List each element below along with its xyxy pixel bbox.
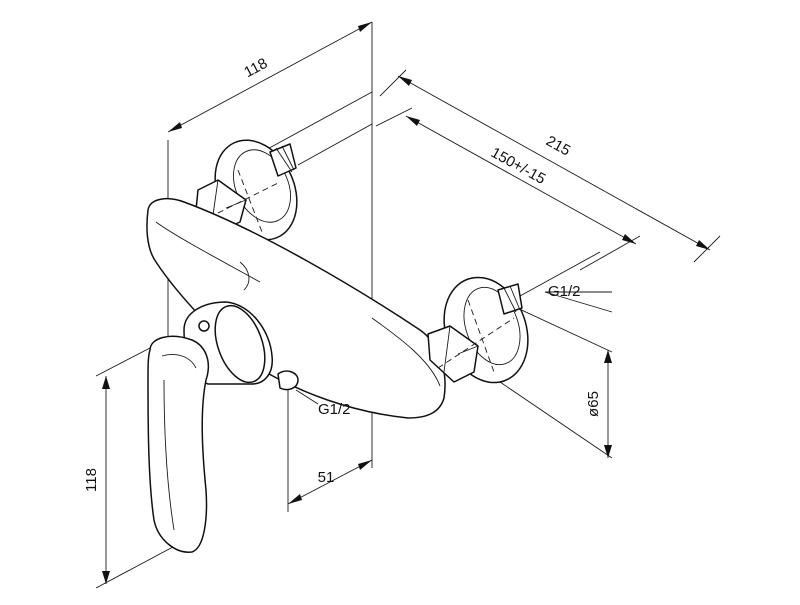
indicator-dot-icon [198, 320, 210, 332]
dim-top-width-label: 118 [241, 55, 270, 81]
dimension-51: 51 [287, 459, 373, 505]
faucet-body [146, 197, 446, 419]
right-rosette [427, 276, 529, 384]
dim-215-label: 215 [543, 133, 573, 160]
lever-handle [147, 301, 299, 553]
dimension-diameter-65: ø65 [499, 299, 613, 459]
dimension-side-118: 118 [83, 347, 187, 589]
dimension-215: 215 [379, 69, 721, 263]
dim-150-label: 150+/-15 [488, 144, 548, 188]
dim-side-height-label: 118 [83, 468, 100, 492]
dimension-top-118: 118 [167, 21, 373, 133]
dim-diameter-label: ø65 [585, 391, 602, 417]
thread-label-right: G1/2 [548, 283, 581, 300]
dim-bottom-offset-label: 51 [318, 469, 335, 486]
thread-label-bottom: G1/2 [318, 401, 351, 418]
